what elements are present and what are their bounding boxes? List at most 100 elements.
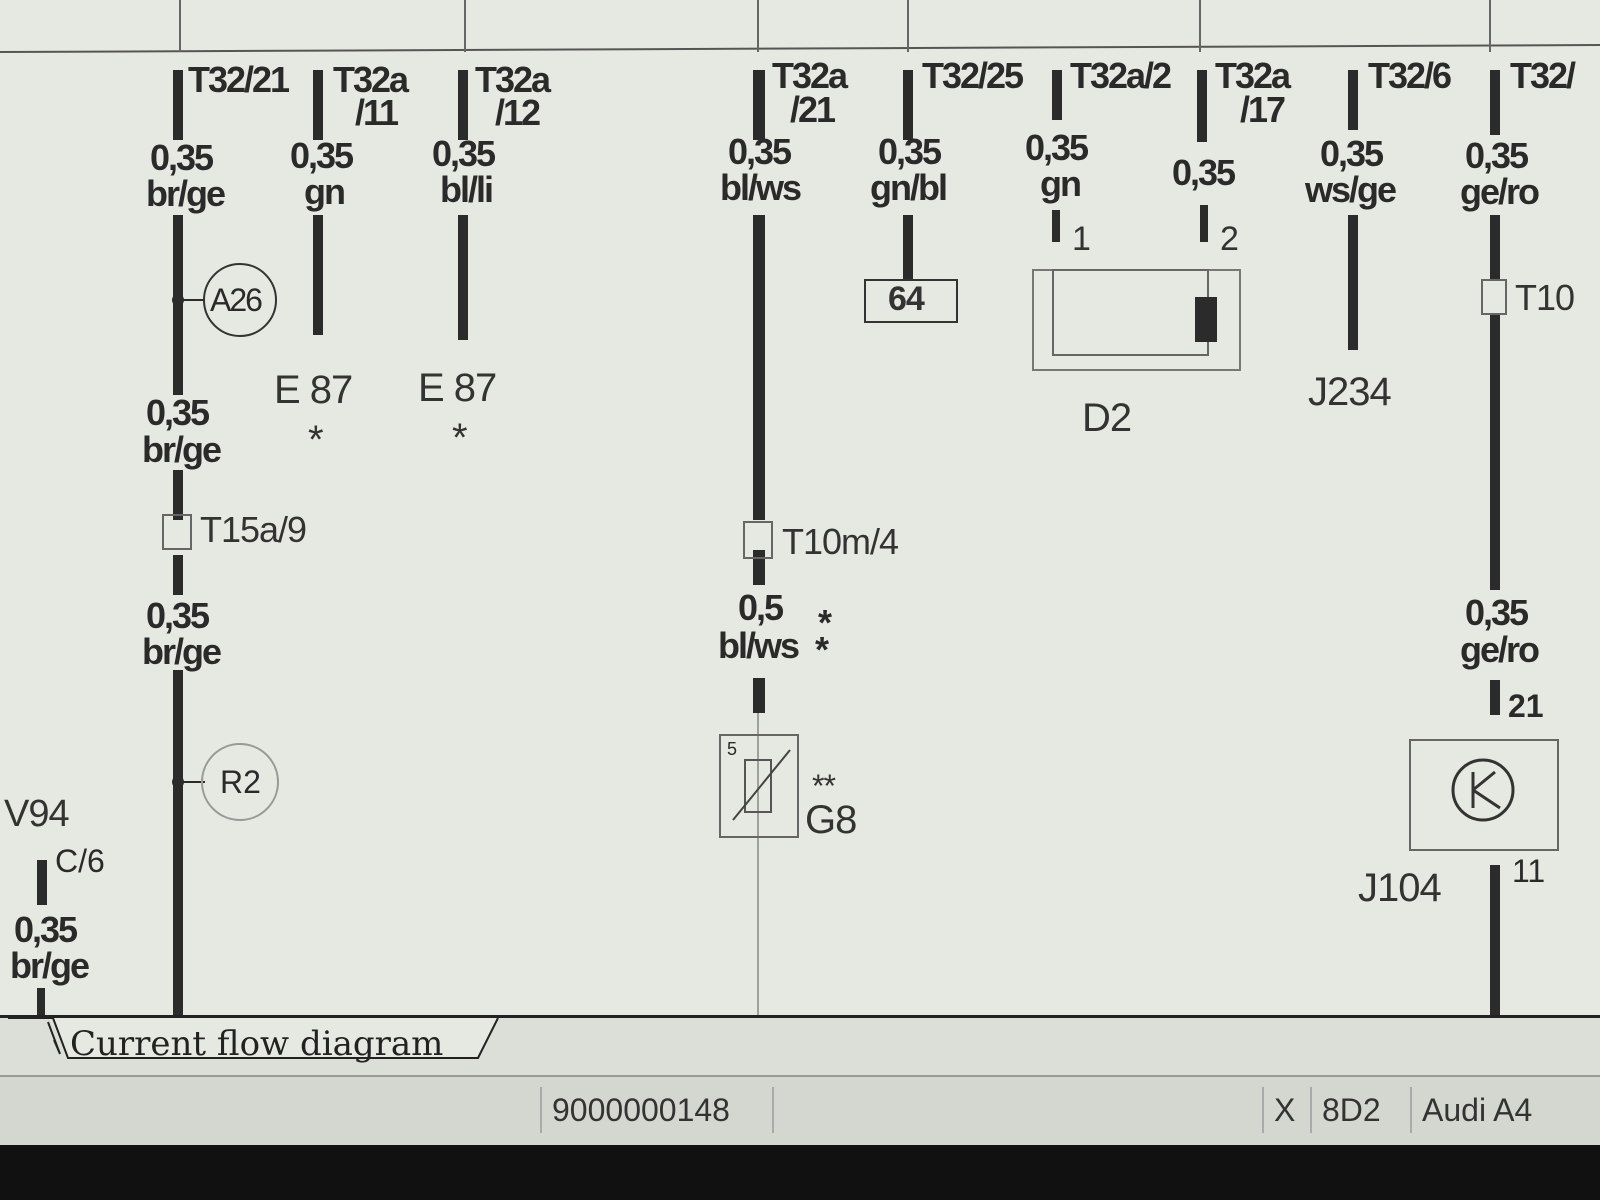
connector-t32a-2: T32a/2	[1070, 55, 1172, 96]
wire-5-size: 0,35	[878, 131, 942, 172]
wire-8-top	[1348, 70, 1358, 130]
wire-1-lower	[173, 470, 183, 520]
j104-k-2	[1472, 770, 1496, 792]
connector-c6: C/6	[55, 843, 105, 879]
wire-3-body	[458, 215, 468, 340]
g8-arrow	[732, 749, 791, 821]
wire-4b-star-1: *	[818, 602, 832, 643]
wire-1-color: br/ge	[146, 173, 226, 214]
j104-pin-11: 11	[1512, 853, 1546, 889]
wire-1c-size: 0,35	[146, 595, 210, 636]
wire-6-top	[1052, 70, 1062, 120]
wire-9-lower	[1490, 680, 1500, 715]
connector-t32-21: T32/21	[188, 59, 290, 100]
junction-r2	[172, 776, 184, 788]
wire-5-color: gn/bl	[870, 167, 948, 208]
wire-4b-color: bl/ws	[718, 625, 800, 666]
status-code: 8D2	[1310, 1087, 1402, 1133]
wire-6-body	[1052, 210, 1060, 242]
wire-1c-color: br/ge	[142, 631, 222, 672]
wire-3-color: bl/li	[440, 169, 494, 210]
connector-t32-edge: T32/	[1510, 55, 1576, 96]
wire-2-top	[313, 70, 323, 140]
wire-9-color: ge/ro	[1460, 171, 1540, 212]
wire-7-body	[1200, 205, 1208, 242]
status-spacer	[772, 1087, 1264, 1133]
wire-4b-star-2: *	[815, 629, 829, 670]
component-e87-1-star: *	[308, 418, 324, 462]
j104-box	[1409, 739, 1559, 851]
connector-t32a-17-top: T32a	[1215, 55, 1291, 96]
wire-4b-size: 0,5	[738, 587, 784, 628]
wire-1b-color: br/ge	[142, 429, 222, 470]
connector-t10m-4: T10m/4	[782, 521, 899, 562]
wire-4-lower	[753, 550, 765, 585]
wire-6-size: 0,35	[1025, 127, 1089, 168]
wire-9b-color: ge/ro	[1460, 629, 1540, 670]
wire-1-bottom	[173, 670, 183, 1015]
connector-t32-6: T32/6	[1368, 55, 1452, 96]
wire-8-size: 0,35	[1320, 133, 1384, 174]
component-v94: V94	[4, 793, 70, 835]
d2-pin-1: 1	[1072, 220, 1091, 258]
wire-3-size: 0,35	[432, 133, 496, 174]
component-e87-1: E 87	[274, 368, 353, 412]
a26-circle	[203, 263, 277, 337]
connector-t32a-11-top: T32a	[333, 59, 409, 100]
tab-arrow-icon	[47, 1021, 61, 1055]
tab-bar: Current flow diagram	[0, 1015, 1600, 1078]
status-x: X	[1262, 1087, 1306, 1133]
wire-9-size: 0,35	[1465, 135, 1529, 176]
wire-5-top	[903, 70, 913, 140]
wire-2-color: gn	[304, 171, 346, 212]
t10-connector	[1481, 279, 1507, 315]
d2-inner	[1052, 269, 1209, 356]
tab-current-flow-diagram[interactable]: Current flow diagram	[70, 1024, 444, 1064]
component-64: 64	[888, 280, 925, 318]
top-border-line	[0, 44, 1600, 53]
t15a-connector	[162, 514, 192, 550]
r2-circle	[201, 743, 279, 821]
wire-v94	[37, 860, 47, 905]
component-j234: J234	[1308, 370, 1392, 414]
connector-t10: T10	[1515, 277, 1575, 318]
d2-pin-2: 2	[1220, 220, 1239, 258]
wire-1-top	[173, 70, 183, 140]
wire-4-body	[753, 215, 765, 520]
wire-2-size: 0,35	[290, 135, 354, 176]
component-g8-stars: **	[812, 768, 836, 804]
component-a26: A26	[210, 282, 263, 318]
wire-5-body	[903, 215, 913, 280]
t10m-connector	[743, 521, 773, 559]
connector-t32a-17-bottom: /17	[1240, 89, 1286, 130]
component-d2: D2	[1082, 396, 1132, 440]
wire-4-bottom	[753, 678, 765, 713]
junction-a26	[172, 294, 184, 306]
j104-pin-21: 21	[1508, 688, 1544, 724]
wire-1-size: 0,35	[150, 137, 214, 178]
wire-v94-bottom	[37, 988, 45, 1015]
component-j104: J104	[1358, 866, 1442, 910]
connector-t32a-21-top: T32a	[772, 55, 848, 96]
component-e87-2: E 87	[418, 366, 497, 410]
j104-relay-circle	[1451, 758, 1515, 822]
g8-pin-5: 5	[727, 739, 738, 759]
wire-1-lower2	[173, 555, 183, 595]
component-e87-2-star: *	[452, 416, 468, 460]
status-bar: 9000000148 X 8D2 Audi A4	[0, 1075, 1600, 1147]
wire-4-size: 0,35	[728, 131, 792, 172]
wire-6-color: gn	[1040, 163, 1082, 204]
wire-9-top	[1490, 70, 1500, 135]
wire-8-color: ws/ge	[1305, 169, 1397, 210]
connector-t32a-21-bottom: /21	[790, 89, 836, 130]
wire-3-top	[458, 70, 468, 140]
wire-4-top	[753, 70, 765, 140]
status-model: Audi A4	[1410, 1087, 1592, 1133]
wire-v94-size: 0,35	[14, 909, 78, 950]
wire-9-mid	[1490, 315, 1500, 590]
wire-9-body	[1490, 215, 1500, 280]
wire-7-size: 0,35	[1172, 152, 1236, 193]
wire-4-color: bl/ws	[720, 167, 802, 208]
connector-t32-25: T32/25	[922, 55, 1024, 96]
